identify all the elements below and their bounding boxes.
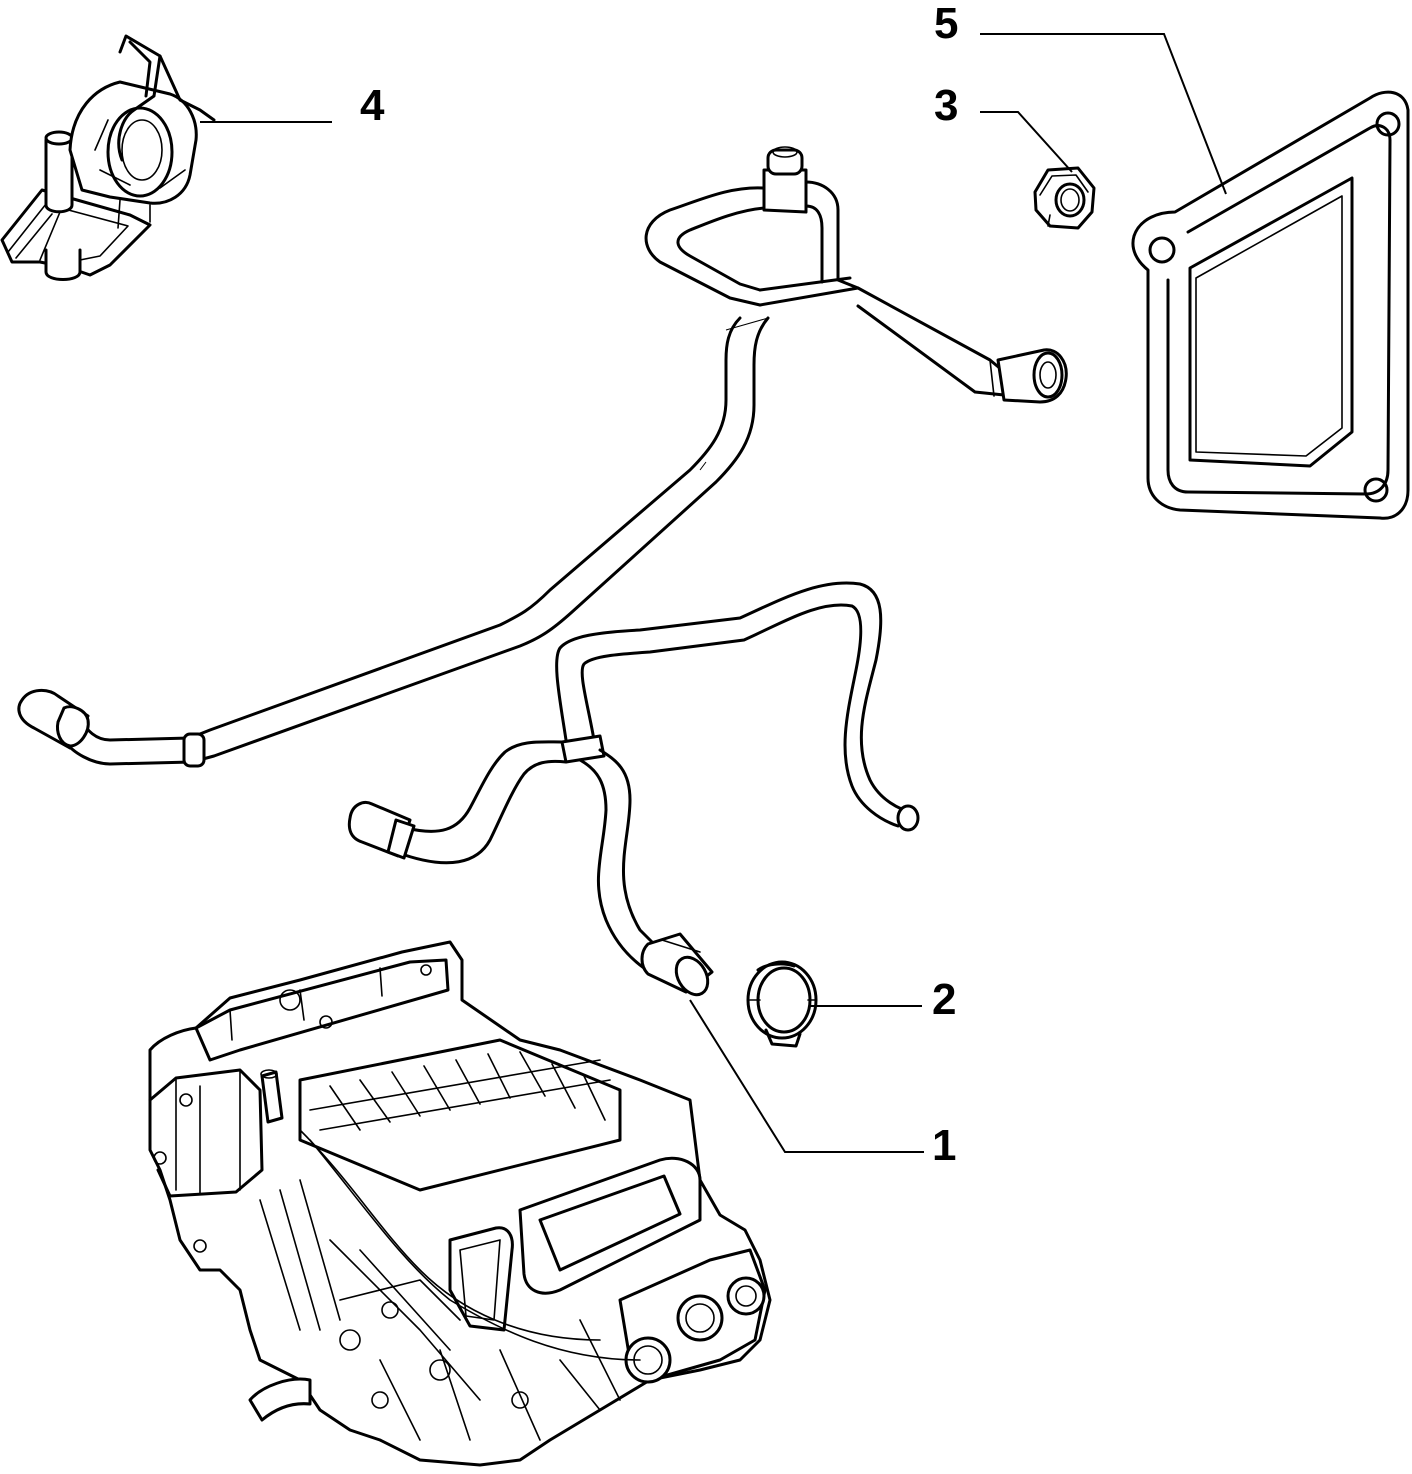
part-2-hose-clamp[interactable] — [746, 960, 818, 1048]
leader-1 — [689, 999, 924, 1153]
leader-5 — [980, 33, 1227, 195]
part-3-hex-nut[interactable] — [1033, 166, 1096, 230]
part-4-valve-clip[interactable] — [0, 34, 216, 281]
callout-4: 4 — [360, 81, 385, 130]
upper-hose-assembly[interactable] — [17, 146, 1068, 768]
callout-1: 1 — [932, 1121, 956, 1170]
callout-2: 2 — [932, 975, 956, 1024]
callout-3: 3 — [934, 81, 958, 130]
callout-5: 5 — [934, 0, 958, 48]
hvac-heater-unit[interactable] — [148, 940, 772, 1467]
lower-hose-assembly[interactable] — [347, 581, 920, 1000]
leader-3 — [980, 111, 1073, 173]
part-5-gasket[interactable] — [1131, 90, 1410, 520]
leader-lines — [200, 33, 1227, 1153]
